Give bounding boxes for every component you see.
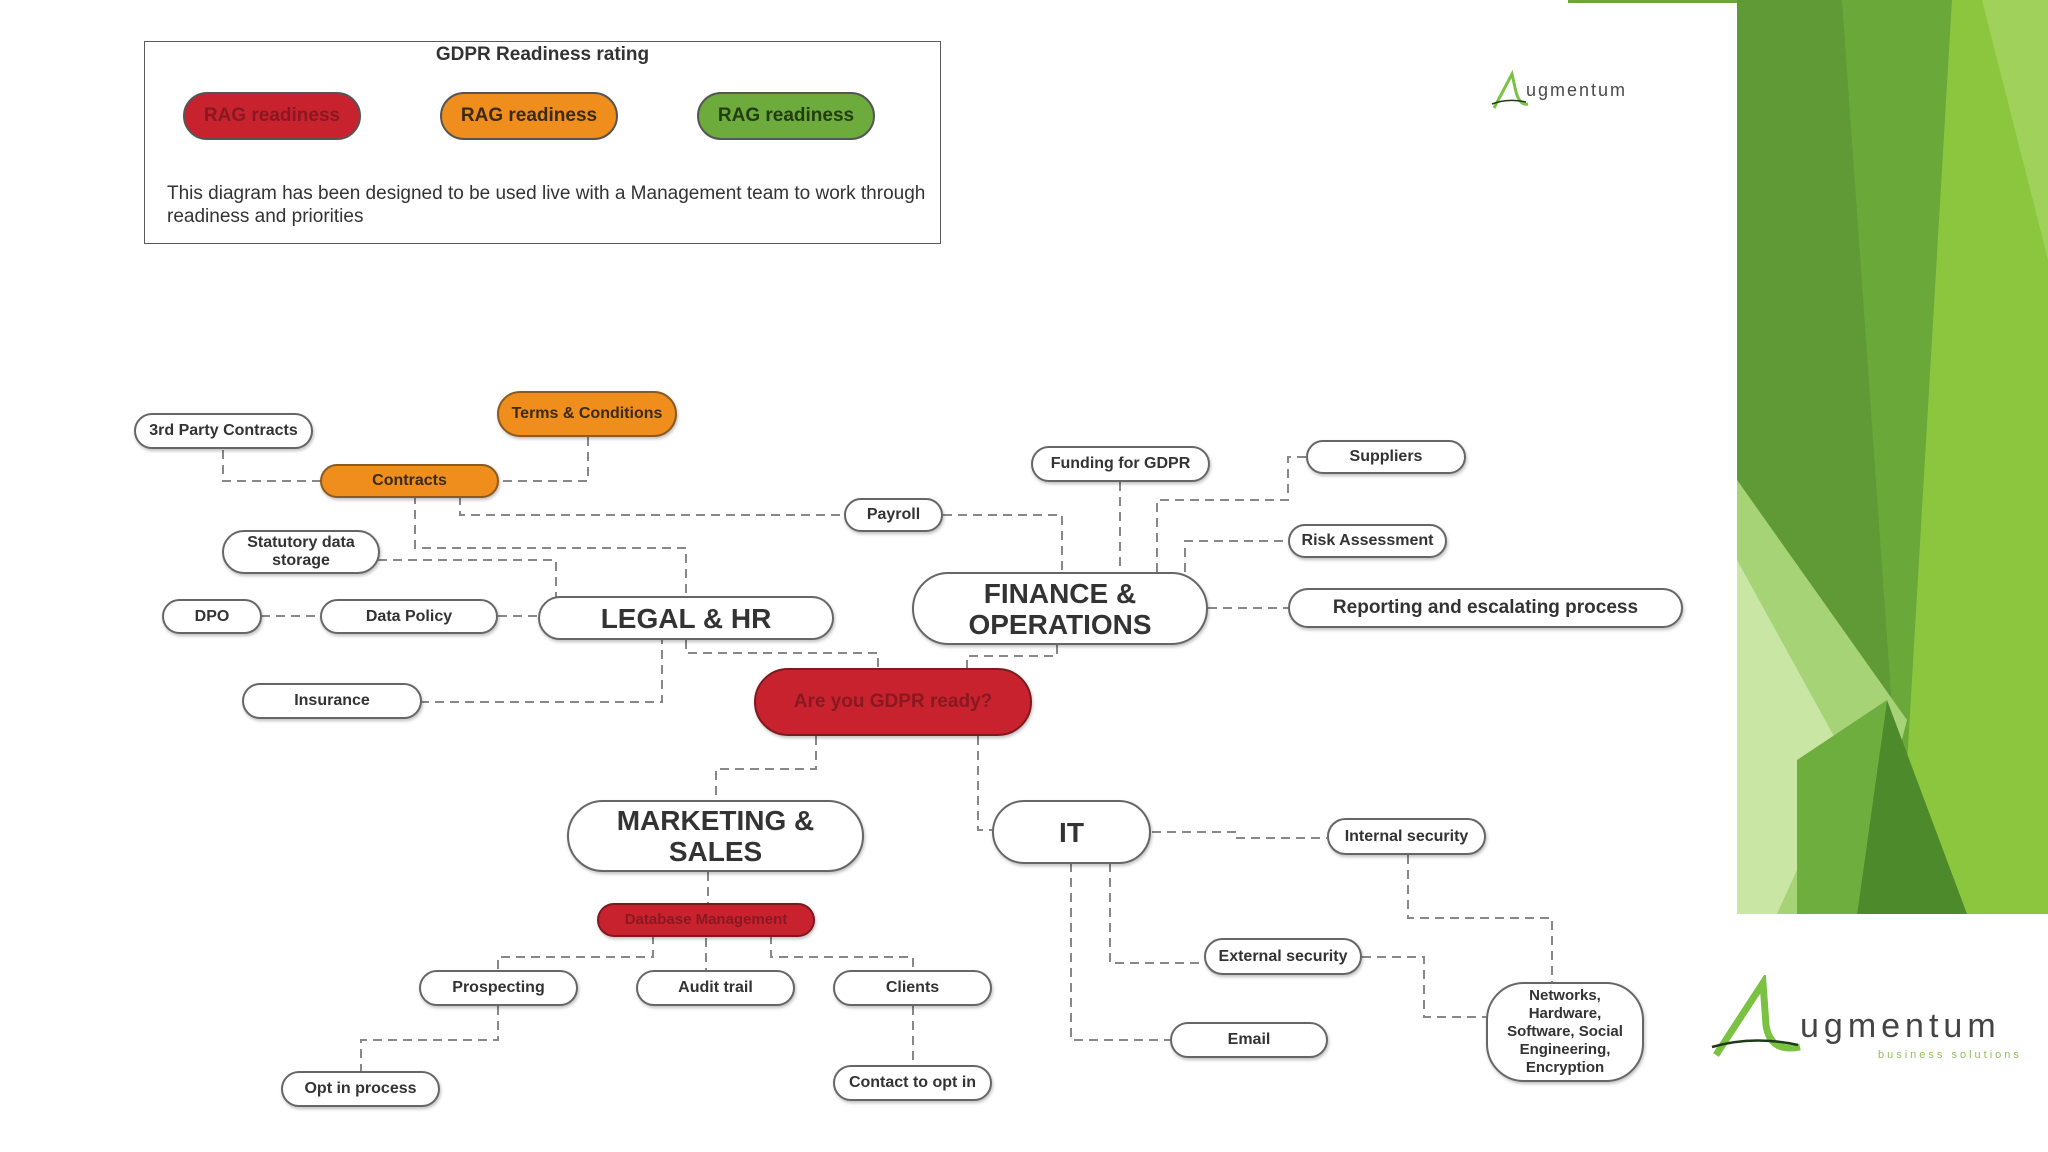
node-contracts: Contracts: [320, 464, 499, 498]
node-legal-hr: LEGAL & HR: [538, 596, 834, 640]
brand-logo-tagline: business solutions: [1878, 1049, 2022, 1061]
finance-line-1: FINANCE &: [983, 577, 1137, 609]
node-dpo: DPO: [162, 599, 262, 634]
node-networks-hardware: Networks, Hardware, Software, Social Eng…: [1486, 982, 1644, 1082]
node-email: Email: [1170, 1022, 1328, 1058]
node-internal-security: Internal security: [1327, 818, 1486, 855]
node-external-security: External security: [1204, 938, 1362, 975]
networks-line-1: Networks,: [1529, 987, 1601, 1004]
networks-line-4: Engineering,: [1519, 1041, 1611, 1058]
node-finance-operations: FINANCE & OPERATIONS: [912, 572, 1208, 645]
node-3rd-party-contracts: 3rd Party Contracts: [134, 413, 313, 449]
networks-line-2: Hardware,: [1528, 1005, 1602, 1022]
top-accent-rule: [1568, 0, 1738, 3]
node-are-you-gdpr-ready: Are you GDPR ready?: [754, 668, 1032, 736]
green-decorative-panel: [1737, 0, 2048, 914]
legend-description: This diagram has been designed to be use…: [167, 183, 926, 227]
statutory-line-1: Statutory data: [247, 534, 355, 551]
logo-mark-large-icon: [1711, 975, 1801, 1057]
node-prospecting: Prospecting: [419, 970, 578, 1006]
brand-logo-small: ugmentum: [1490, 68, 1660, 112]
marketing-line-1: MARKETING &: [616, 805, 815, 836]
node-opt-in-process: Opt in process: [281, 1071, 440, 1107]
node-risk-assessment: Risk Assessment: [1288, 524, 1447, 558]
marketing-line-2: SALES: [668, 836, 763, 867]
node-reporting-escalating: Reporting and escalating process: [1288, 588, 1683, 628]
node-funding-for-gdpr: Funding for GDPR: [1031, 446, 1210, 482]
networks-line-3: Software, Social: [1507, 1023, 1623, 1040]
node-statutory-data-storage: Statutory data storage: [222, 530, 380, 574]
finance-line-2: OPERATIONS: [968, 608, 1152, 640]
brand-logo-large: ugmentum business solutions: [1708, 975, 2038, 1070]
statutory-line-2: storage: [272, 552, 330, 569]
node-payroll: Payroll: [844, 498, 943, 532]
rag-green-badge: RAG readiness: [697, 92, 875, 140]
rag-amber-badge: RAG readiness: [440, 92, 618, 140]
node-database-management: Database Management: [597, 903, 815, 937]
brand-logo-small-text: ugmentum: [1526, 80, 1628, 100]
legend-title: GDPR Readiness rating: [435, 44, 650, 65]
node-it: IT: [992, 800, 1151, 864]
node-data-policy: Data Policy: [320, 599, 498, 634]
node-contact-to-opt-in: Contact to opt in: [833, 1065, 992, 1101]
node-terms-conditions: Terms & Conditions: [497, 391, 677, 437]
node-marketing-sales: MARKETING & SALES: [567, 800, 864, 872]
logo-mark-icon: [1491, 69, 1529, 109]
rag-red-badge: RAG readiness: [183, 92, 361, 140]
node-clients: Clients: [833, 970, 992, 1006]
legend-box: GDPR Readiness rating RAG readiness RAG …: [144, 41, 941, 244]
networks-line-5: Encryption: [1525, 1059, 1605, 1076]
node-insurance: Insurance: [242, 683, 422, 719]
node-suppliers: Suppliers: [1306, 440, 1466, 474]
node-audit-trail: Audit trail: [636, 970, 795, 1006]
brand-logo-large-text: ugmentum: [1800, 1007, 2001, 1045]
